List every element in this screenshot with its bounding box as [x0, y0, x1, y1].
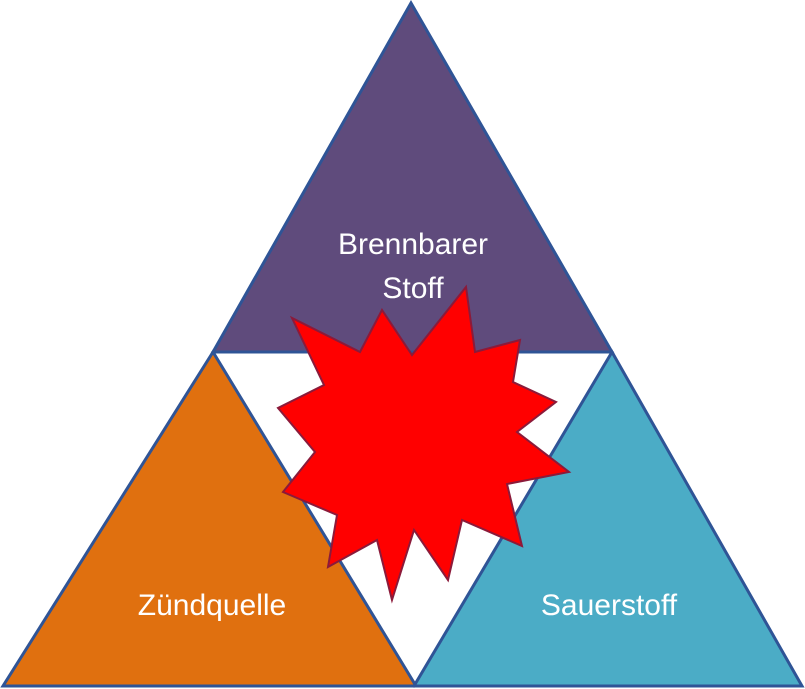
triangle-fuel [210, 0, 615, 354]
fuel-label-line1: Brennbarer [338, 228, 488, 261]
ignition-label: Zündquelle [138, 589, 286, 622]
explosion-burst-icon [276, 284, 572, 604]
triangle-ignition [0, 349, 419, 688]
oxygen-label: Sauerstoff [541, 589, 678, 622]
fuel-label-line2: Stoff [382, 272, 444, 305]
